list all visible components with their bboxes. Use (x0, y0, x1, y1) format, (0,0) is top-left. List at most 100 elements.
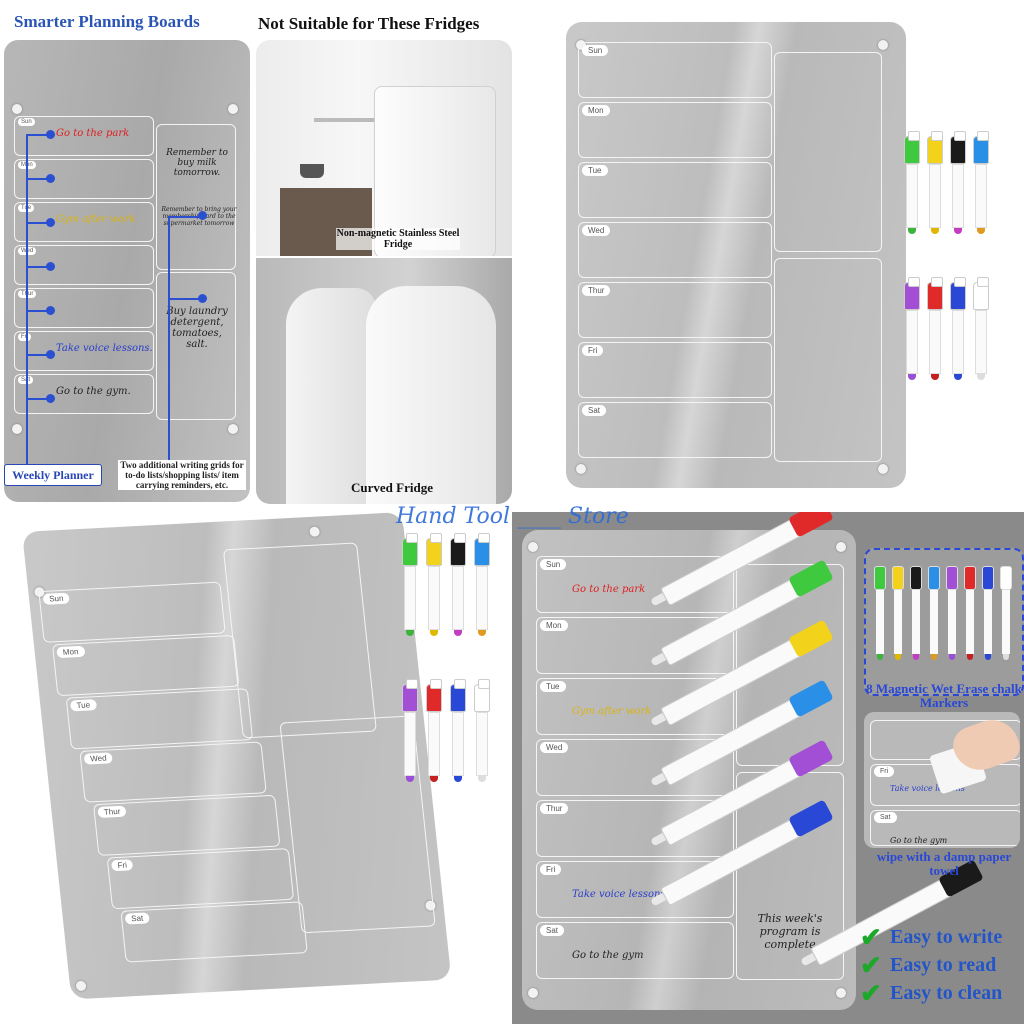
mini-marker (982, 560, 994, 668)
day-tag: Tue (540, 681, 566, 692)
day-tag: Fri (18, 333, 31, 341)
marker-cap (474, 679, 490, 712)
day-tag: Thur (582, 285, 611, 296)
day-row (536, 739, 734, 796)
pointer-line-grids-h1 (168, 216, 202, 218)
day-row (536, 922, 734, 979)
curved-fridge-left (286, 288, 376, 504)
mini-box (870, 810, 1020, 846)
notes-box-top (222, 542, 377, 739)
notes-box-bottom (156, 272, 236, 420)
marker-body (476, 712, 488, 776)
feature-easy-read: Easy to read (890, 954, 997, 976)
marker-cap (426, 679, 442, 712)
mini-day-tag: Sat (874, 812, 897, 823)
day-entry: Go to the gym (572, 950, 644, 961)
day-entry: Gym after work (572, 706, 652, 717)
mini-marker-cap (874, 566, 886, 590)
wipe-label: wipe with a damp paper towel (876, 849, 1012, 878)
mini-marker-cap (892, 566, 904, 590)
marker-pen (973, 277, 989, 380)
day-tag: Sat (124, 912, 150, 925)
marker-pen (904, 277, 920, 380)
marker-pen (450, 533, 466, 636)
day-row (536, 861, 734, 918)
day-tag: Sat (582, 405, 607, 416)
day-row (14, 116, 154, 156)
day-row (79, 741, 267, 803)
mini-marker-body (894, 590, 902, 654)
mini-marker-cap (982, 566, 994, 590)
shelf (314, 118, 374, 122)
marker-body (404, 566, 416, 630)
pointer-branch (26, 354, 50, 356)
marker-tip (954, 374, 962, 380)
marker-pen (927, 277, 943, 380)
day-row (93, 794, 281, 856)
mini-marker-tip (1003, 654, 1009, 660)
mini-marker (874, 560, 886, 668)
day-tag: Fri (582, 345, 604, 356)
marker-body (404, 712, 416, 776)
marker-body (428, 566, 440, 630)
day-tag: Mon (540, 620, 568, 631)
marker-cap (402, 533, 418, 566)
marker-cap (904, 131, 920, 164)
notes-box-bottom (774, 258, 882, 462)
caption-writing-grids: Two additional writing grids for to-do l… (118, 460, 246, 490)
mini-marker (928, 560, 940, 668)
day-tag: Sat (18, 376, 34, 384)
notes-box-top (774, 52, 882, 252)
corner-pin (12, 104, 22, 114)
fridge-photo-stainless: Non-magnetic Stainless Steel Fridge (256, 40, 512, 256)
marker-cap (927, 277, 943, 310)
marker-body (906, 164, 918, 228)
marker-tip (908, 228, 916, 234)
notes-box-top (156, 124, 236, 270)
day-entry: Take voice lessons. (56, 343, 153, 354)
mini-marker (910, 560, 922, 668)
markers-label: 8 Magnetic Wet Erase chalk Markers (866, 681, 1022, 710)
day-tag: Thur (97, 805, 127, 818)
mini-marker-body (930, 590, 938, 654)
day-row (14, 202, 154, 242)
marker-tip (977, 228, 985, 234)
corner-pin (878, 464, 888, 474)
day-row (578, 342, 772, 398)
marker-pen (950, 277, 966, 380)
marker-body (975, 164, 987, 228)
marker-pen (426, 533, 442, 636)
note-milk: Remember to buy milk tomorrow. (166, 148, 228, 178)
pointer-line-grids-h2 (168, 298, 202, 300)
check-icon: ✔ (860, 950, 882, 980)
corner-pin (309, 526, 321, 537)
corner-pin (228, 104, 238, 114)
marker-pen (402, 533, 418, 636)
marker-tip (977, 374, 985, 380)
marker-cap (450, 533, 466, 566)
day-tag: Wed (83, 752, 114, 765)
watermark-text: Hand Tool ____ Store (396, 504, 629, 529)
marker-body (452, 712, 464, 776)
pointer-dot (46, 130, 55, 139)
day-entry: Take voice lessons (572, 889, 666, 900)
title-smarter-planning: Smarter Planning Boards (14, 12, 200, 31)
marker-cap (402, 679, 418, 712)
day-entry: Gym after work (56, 214, 136, 225)
day-entry: Go to the park (572, 584, 646, 595)
marker-cap (426, 533, 442, 566)
marker-tip (478, 630, 486, 636)
day-tag: Sun (582, 45, 609, 56)
pointer-dot (198, 211, 207, 220)
mini-marker-cap (946, 566, 958, 590)
check-icon: ✔ (860, 922, 882, 952)
marker-cap (474, 533, 490, 566)
mini-marker (892, 560, 904, 668)
day-row (578, 42, 772, 98)
day-row (120, 901, 308, 963)
day-row (14, 331, 154, 371)
marker-body (476, 566, 488, 630)
mini-marker-tip (949, 654, 955, 660)
marker-cap (973, 277, 989, 310)
